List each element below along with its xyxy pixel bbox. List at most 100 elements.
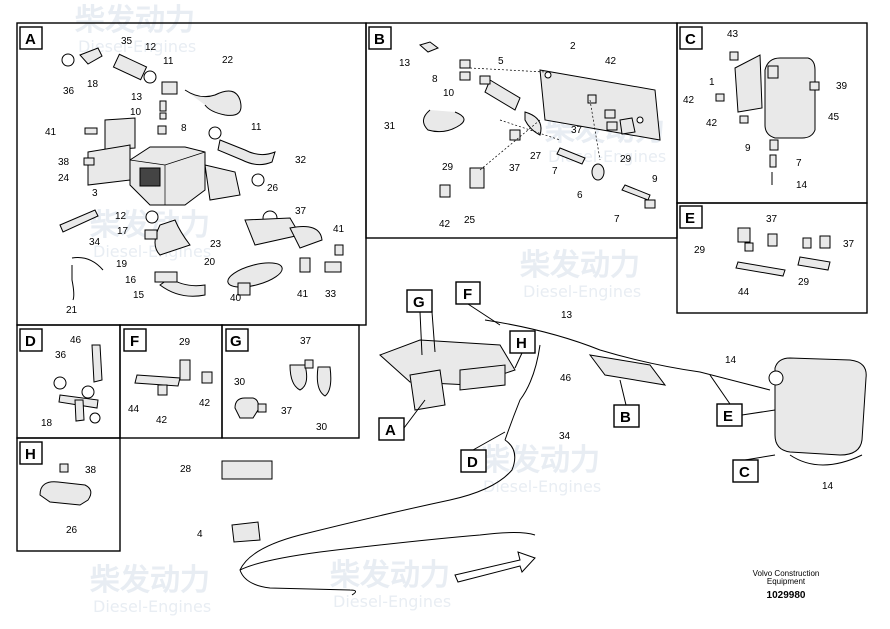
nut-8-b — [459, 59, 471, 69]
label-c-1: 1 — [709, 77, 715, 88]
screw-41-b — [299, 257, 311, 273]
clamp-26-h — [39, 481, 92, 506]
panel-a-letter: A — [25, 31, 36, 48]
clip-29 — [619, 117, 636, 135]
pipe-7-c — [769, 154, 777, 168]
label-b-13: 13 — [399, 58, 411, 69]
panel-a-drawing — [59, 47, 344, 301]
clamp-11 — [208, 126, 222, 140]
plate-hole-1 — [544, 71, 552, 79]
screw-13 — [159, 100, 167, 112]
label-h-38: 38 — [85, 465, 97, 476]
clamp-30-g3 — [234, 397, 259, 419]
label-a-32: 32 — [295, 155, 307, 166]
label-g-37b: 37 — [281, 406, 293, 417]
watermark-en-7: Diesel-Engines — [333, 592, 451, 611]
label-ov-46: 46 — [560, 373, 572, 384]
watermark-en-5: Diesel-Engines — [93, 597, 211, 616]
clamp-30-g — [289, 364, 308, 391]
hose-32 — [217, 139, 276, 166]
panel-f-labels: 29 44 42 42 — [128, 337, 211, 426]
clamp-36 — [61, 53, 75, 67]
heater-block-overview — [409, 369, 446, 411]
tank-cap — [767, 65, 779, 79]
fitting-9 — [769, 139, 779, 151]
label-e-29b: 29 — [798, 277, 810, 288]
label-c-14: 14 — [796, 180, 808, 191]
panel-h-frame — [16, 437, 121, 552]
clip-29-e2 — [797, 256, 831, 271]
label-b-9: 9 — [652, 174, 658, 185]
hose-46 — [504, 344, 541, 441]
label-sticker-4 — [231, 521, 261, 543]
fuel-line-13 — [484, 319, 771, 391]
label-d-18: 18 — [41, 418, 53, 429]
label-a-35: 35 — [121, 36, 133, 47]
screw-37-g — [304, 359, 314, 369]
label-c-39: 39 — [836, 81, 848, 92]
clamp-17 — [144, 229, 158, 240]
label-a-11: 11 — [163, 56, 174, 67]
clip-29-e — [737, 227, 751, 243]
clamp-9 — [644, 199, 656, 209]
label-b-42b: 42 — [439, 219, 451, 230]
watermark-cn-5: 柴发动力 — [90, 563, 210, 598]
label-a-21: 21 — [66, 305, 78, 316]
filter-20 — [227, 262, 283, 288]
label-g-30b: 30 — [316, 422, 328, 433]
control-panel-28 — [221, 460, 273, 480]
panel-e-letter: E — [685, 210, 695, 227]
label-g-30: 30 — [234, 377, 246, 388]
panel-f-drawing — [134, 359, 213, 396]
label-c-45: 45 — [828, 112, 840, 123]
panel-c-letter-box — [679, 26, 703, 50]
clamp-12-top — [143, 70, 157, 84]
panel-e-drawing — [735, 227, 831, 277]
panel-a-letter-box — [19, 26, 43, 50]
watermark-cn-1: 柴发动力 — [75, 3, 195, 38]
brand-line-2: Equipment — [767, 577, 806, 586]
label-e-44: 44 — [738, 287, 750, 298]
watermark-cn-6: 柴发动力 — [480, 443, 600, 478]
label-d-36: 36 — [55, 350, 67, 361]
screw-37-e — [767, 233, 778, 247]
label-b-29: 29 — [620, 154, 632, 165]
screw-37-g2 — [257, 403, 267, 413]
label-a-19: 19 — [116, 259, 128, 270]
label-d-46: 46 — [70, 335, 82, 346]
panel-d-drawing — [53, 344, 103, 424]
panel-h-labels: 38 26 — [66, 465, 97, 536]
clamp-30-g2 — [316, 366, 332, 397]
label-ov-13: 13 — [561, 310, 573, 321]
label-a-26: 26 — [267, 183, 279, 194]
label-a-3: 3 — [92, 188, 98, 199]
screw-41-c — [334, 244, 344, 256]
screw-38-h — [59, 463, 69, 473]
callout-e: E — [723, 408, 733, 425]
label-b-29b: 29 — [442, 162, 454, 173]
label-f-44: 44 — [128, 404, 140, 415]
bracket-1 — [734, 54, 763, 113]
screw-13-b — [418, 41, 440, 53]
panel-b-letter: B — [374, 31, 385, 48]
label-f-42: 42 — [156, 415, 168, 426]
hose-21 — [71, 257, 104, 301]
panel-h-drawing — [39, 463, 92, 506]
assembly-dash-lines — [469, 67, 601, 171]
label-a-11b: 11 — [251, 122, 262, 133]
nut-39 — [809, 81, 820, 91]
panel-b-drawing — [418, 41, 661, 209]
watermark-en-1: Diesel-Engines — [78, 37, 196, 56]
label-e-29: 29 — [694, 245, 706, 256]
label-a-33: 33 — [325, 289, 337, 300]
plate-hole-2 — [636, 116, 644, 124]
label-b-37b: 37 — [509, 163, 521, 174]
clamp-27 — [524, 111, 542, 136]
clamp-12 — [145, 210, 159, 224]
callout-b-box — [613, 404, 640, 428]
label-b-2: 2 — [570, 41, 576, 52]
exhaust-hose — [239, 439, 516, 596]
label-e-37b: 37 — [843, 239, 855, 250]
label-e-37: 37 — [766, 214, 778, 225]
